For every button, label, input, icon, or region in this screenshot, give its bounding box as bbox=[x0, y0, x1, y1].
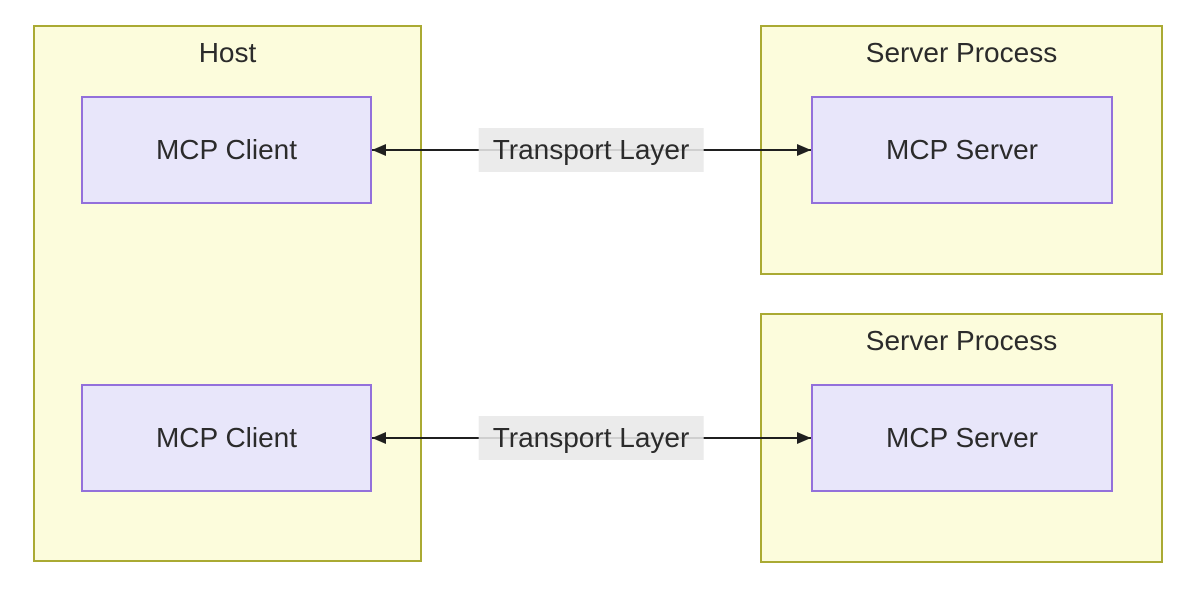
transport-layer-label-1: Transport Layer bbox=[478, 128, 704, 172]
server-process-group-2-title: Server Process bbox=[865, 325, 1058, 356]
mcp-server-node-2: MCP Server bbox=[811, 384, 1113, 492]
host-group-title: Host bbox=[198, 37, 257, 68]
mcp-server-node-1: MCP Server bbox=[811, 96, 1113, 204]
server-process-group-1-title: Server Process bbox=[865, 37, 1058, 68]
mcp-client-node-1: MCP Client bbox=[81, 96, 372, 204]
mcp-client-node-2: MCP Client bbox=[81, 384, 372, 492]
transport-layer-label-2: Transport Layer bbox=[478, 416, 704, 460]
